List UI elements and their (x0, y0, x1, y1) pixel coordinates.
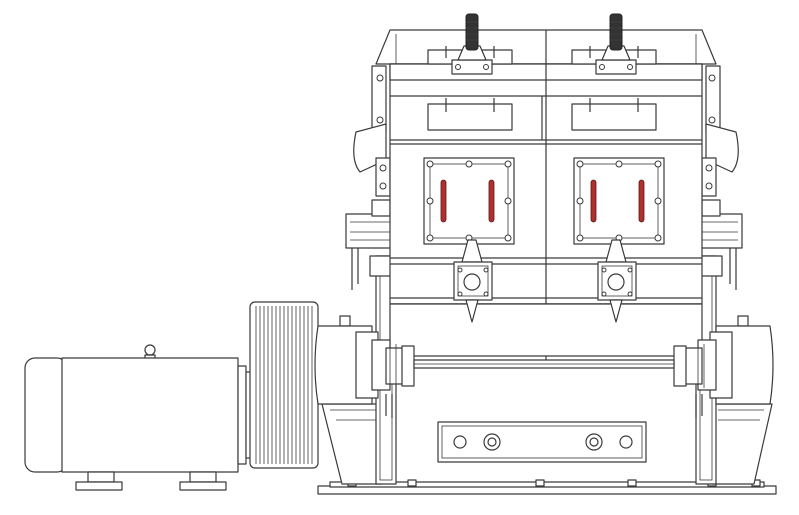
panel-bolt (576, 234, 584, 242)
panel-bolt (465, 160, 473, 168)
discharge-plate (437, 421, 647, 463)
bearing-housing-left (314, 315, 415, 405)
main-shaft (413, 359, 675, 369)
access-panel-left (423, 157, 515, 245)
adjust-handle-right (595, 13, 637, 75)
panel-bolt (615, 160, 623, 168)
panel-bolt (426, 234, 434, 242)
panel-bolt (654, 197, 662, 205)
belt-pulley-icon (249, 301, 319, 469)
panel-bolt (504, 234, 512, 242)
access-panel-right (573, 157, 665, 245)
adjust-handle-left (451, 13, 493, 75)
toggle-block-left (453, 239, 493, 323)
panel-bolt (654, 160, 662, 168)
base-bolt (627, 479, 637, 487)
electric-motor-icon (24, 344, 253, 491)
panel-bolt (504, 160, 512, 168)
slot-marks (440, 179, 645, 223)
toggle-block-right (597, 239, 637, 323)
crusher-body-icon (317, 29, 777, 495)
panel-bolt (426, 160, 434, 168)
panel-bolt (426, 197, 434, 205)
bearing-housing-right (673, 315, 774, 405)
panel-bolt (504, 197, 512, 205)
base-bolt (407, 479, 417, 487)
base-bolt (535, 479, 545, 487)
panel-bolt (654, 234, 662, 242)
panel-bolt (576, 197, 584, 205)
panel-bolt (576, 160, 584, 168)
